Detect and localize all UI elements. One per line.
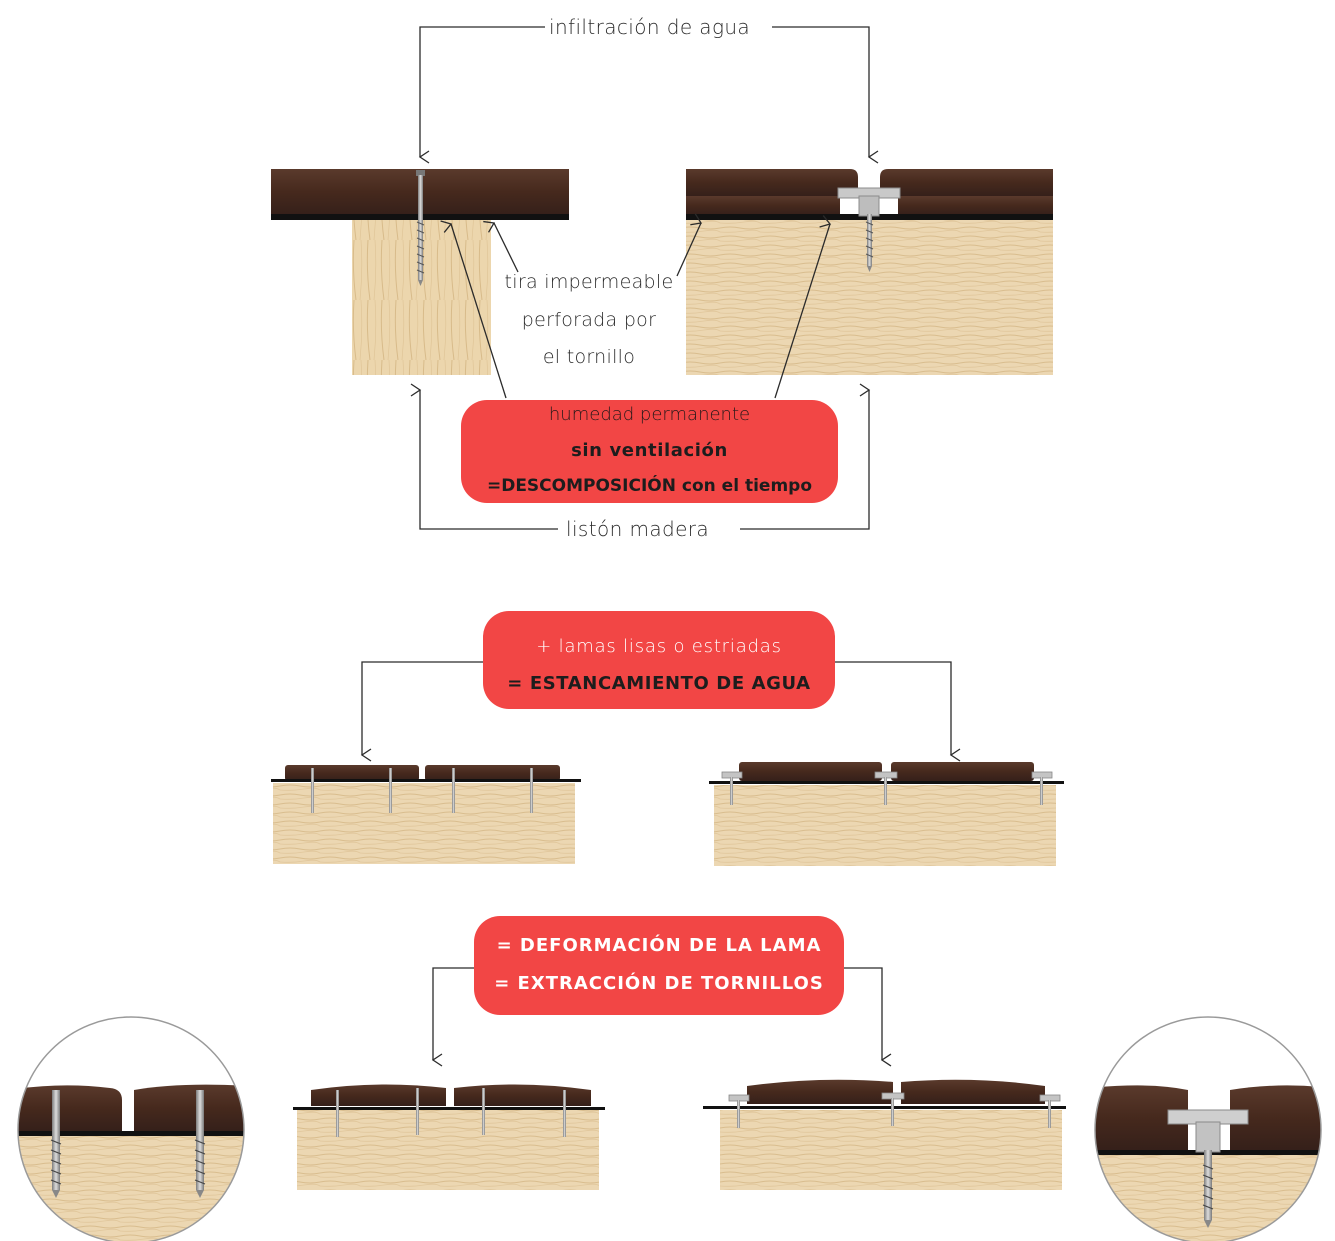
deck-mid-right-b [891,762,1034,781]
membrane-mid-left [271,779,581,782]
membrane-bottom-left [293,1107,605,1110]
pill-humidity-line2: sin ventilación [571,440,728,461]
pill-stagnation-line2: = ESTANCAMIENTO DE AGUA [507,673,811,694]
deck-board-right-a [686,169,858,196]
membrane-bottom-right [703,1106,1066,1109]
deck-bottom-right-a [747,1079,893,1104]
clip-right [837,187,901,272]
pill-humidity-line1: humedad permanente [548,404,751,425]
bottom-section [17,967,1322,1241]
label-waterproof-strip-line3: el tornillo [542,346,636,368]
clips-mid-right [721,771,1053,805]
screws-mid-left [311,768,533,813]
label-waterproof-strip-line2: perforada por [521,309,657,331]
clips-bottom-right [728,1092,1061,1128]
deck-mid-left-b [425,765,560,781]
batten-bottom-left [297,1110,599,1190]
pill-deformation: = DEFORMACIÓN DE LA LAMA = EXTRACCIÓN DE… [474,916,844,1015]
deck-mid-right-a [739,762,882,781]
top-connectors [410,26,879,530]
pill-humidity: humedad permanente sin ventilación =DESC… [461,400,838,503]
screws-bottom-left [336,1088,566,1137]
pill-deformation-line1: = DEFORMACIÓN DE LA LAMA [496,935,822,956]
deck-board-right-b [880,169,1053,196]
screw-left [416,170,425,286]
zoom-circle-left [17,1016,245,1241]
label-waterproof-strip-line1: tira impermeable [504,271,674,293]
batten-mid-left [273,783,575,864]
pill-humidity-line3: =DESCOMPOSICIÓN con el tiempo [486,476,813,496]
deck-bottom-left-a [311,1084,446,1106]
pill-stagnation-line1: + lamas lisas o estriadas [536,636,782,657]
deck-bottom-left-b [454,1084,591,1106]
zoom-circle-right [1094,1016,1322,1241]
pill-stagnation: + lamas lisas o estriadas = ESTANCAMIENT… [483,611,835,709]
top-section [271,26,1053,530]
middle-section [271,661,1064,866]
label-wood-batten: listón madera [558,517,718,541]
pill-deformation-line2: = EXTRACCIÓN DE TORNILLOS [494,973,824,994]
deck-mid-left-a [285,765,419,781]
label-water-infiltration: infiltración de agua [545,15,755,39]
deck-bottom-right-b [901,1079,1045,1104]
